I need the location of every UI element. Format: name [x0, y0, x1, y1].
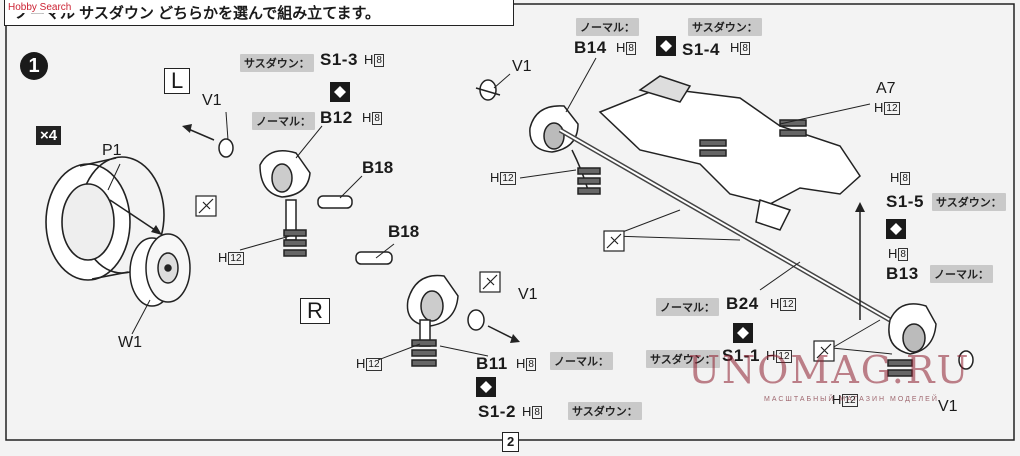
right-hub-drawing: [355, 251, 485, 367]
arrow-v1-right: [487, 325, 517, 341]
left-hub-drawing: [218, 138, 353, 257]
part-s1-1: S1-1: [722, 346, 760, 365]
part-w1: W1: [118, 334, 142, 351]
watermark-subtitle: МАСШТАБНЫЙ МАГАЗИН МОДЕЛЕЙ: [764, 396, 939, 403]
part-v1-right: V1: [518, 286, 538, 303]
tag-normal-b11: ノーマル：: [550, 352, 613, 370]
part-b11: B11: [476, 354, 508, 373]
part-b14: B14: [574, 38, 607, 57]
arrow-v1-left: [185, 127, 215, 141]
page-number: 2: [502, 432, 520, 452]
part-b18-right: B18: [388, 222, 420, 241]
tire-p1-drawing: [45, 156, 165, 281]
tag-suspdown-s1-1: サスダウン：: [646, 350, 720, 368]
a7-frame-drawing: [598, 75, 861, 231]
part-b13: B13: [886, 264, 919, 283]
side-label-left: L: [164, 68, 191, 94]
part-s1-4: S1-4: [682, 40, 720, 59]
header-banner: ノーマル サスダウン どちらかを選んで組み立てます。: [4, 0, 514, 26]
part-v1-top: V1: [512, 58, 532, 75]
leader-a7: [779, 103, 871, 125]
arrow-w1: [109, 199, 159, 233]
glue-icons: [195, 195, 835, 362]
arrow-v1-top: [475, 87, 501, 96]
part-s1-3: S1-3: [320, 50, 358, 69]
part-s1-2: S1-2: [478, 402, 516, 421]
part-v1-left: V1: [202, 92, 222, 109]
tag-normal-b24: ノーマル：: [656, 298, 719, 316]
quantity-badge: ×4: [36, 126, 62, 145]
tag-normal-b13: ノーマル：: [930, 265, 993, 283]
part-a7: A7: [876, 80, 896, 97]
step-number: 1: [20, 52, 48, 80]
part-s1-5: S1-5: [886, 192, 924, 211]
tag-suspdown-s1-3: サスダウン：: [240, 54, 314, 72]
tag-normal-b14: ノーマル：: [576, 18, 639, 36]
wheel-w1-drawing: [129, 233, 191, 307]
rear-axle-drawing: [479, 79, 974, 377]
site-badge: Hobby Search: [6, 2, 74, 13]
part-b18-left: B18: [362, 158, 394, 177]
tag-normal-b12: ノーマル：: [252, 112, 315, 130]
part-p1: P1: [102, 142, 122, 159]
watermark-text: UNOMAG.RU: [688, 348, 971, 392]
part-b24: B24: [726, 294, 759, 313]
part-b12: B12: [320, 108, 353, 127]
side-label-right: R: [300, 298, 330, 324]
part-v1-bottom: V1: [938, 398, 958, 415]
tag-suspdown-s1-2: サスダウン：: [568, 402, 642, 420]
header-instruction: ノーマル サスダウン どちらかを選んで組み立てます。: [15, 5, 381, 22]
tag-suspdown-s1-5: サスダウン：: [932, 193, 1006, 211]
tag-suspdown-s1-4: サスダウン：: [688, 18, 762, 36]
